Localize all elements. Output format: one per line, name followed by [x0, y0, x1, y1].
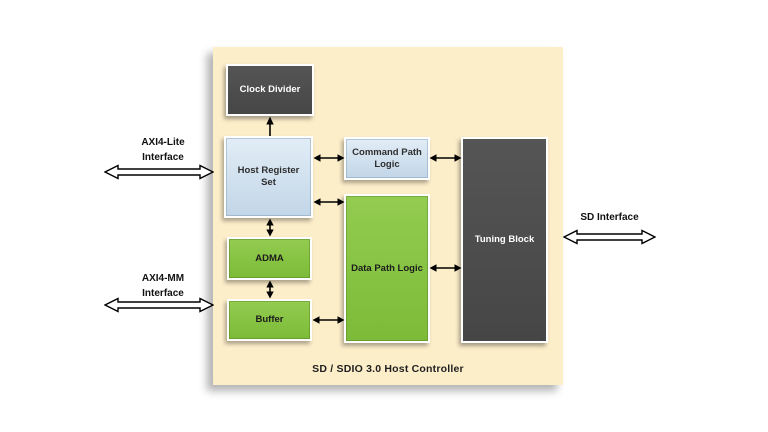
axi4-lite-hollow-double-arrow-icon — [104, 164, 214, 180]
block-clock-divider: Clock Divider — [226, 64, 314, 116]
arrow-commandpath-tuningblock-bidir-icon — [429, 154, 462, 162]
arrow-hostregister-to-clockdivider-up-icon — [266, 116, 274, 136]
axi4-mm-interface-label-line2: Interface — [142, 288, 184, 299]
block-tuning-block-label: Tuning Block — [474, 234, 535, 245]
arrow-hostregister-adma-bidir-icon — [266, 218, 274, 237]
block-adma: ADMA — [227, 237, 312, 280]
axi4-mm-interface-label: AXI4-MM Interface — [110, 271, 216, 301]
block-buffer-label: Buffer — [255, 314, 284, 325]
panel-title: SD / SDIO 3.0 Host Controller — [312, 363, 464, 375]
block-clock-divider-label: Clock Divider — [239, 84, 301, 95]
axi4-lite-interface-label: AXI4-Lite Interface — [110, 135, 216, 165]
arrow-hostregister-datapath-bidir-icon — [313, 198, 345, 206]
sd-interface-label: SD Interface — [563, 210, 656, 225]
block-host-register-set: Host Register Set — [224, 136, 313, 218]
arrow-datapath-tuningblock-bidir-icon — [429, 264, 462, 272]
axi4-lite-interface-label-line2: Interface — [142, 152, 184, 163]
block-data-path-logic: Data Path Logic — [344, 194, 430, 343]
block-host-register-set-label: Host Register Set — [237, 165, 300, 188]
block-data-path-logic-label: Data Path Logic — [351, 262, 423, 274]
sd-hollow-double-arrow-icon — [563, 229, 656, 245]
block-command-path-logic: Command Path Logic — [344, 137, 430, 180]
axi4-mm-interface-label-line1: AXI4-MM — [141, 273, 185, 284]
block-adma-label: ADMA — [255, 252, 284, 264]
axi4-mm-hollow-double-arrow-icon — [104, 297, 214, 313]
block-buffer: Buffer — [227, 299, 312, 341]
block-tuning-block: Tuning Block — [461, 137, 548, 343]
axi4-lite-interface-label-line1: AXI4-Lite — [141, 137, 185, 148]
arrow-hostregister-commandpath-bidir-icon — [313, 154, 345, 162]
arrow-adma-buffer-bidir-icon — [266, 280, 274, 299]
arrow-buffer-datapath-bidir-icon — [312, 316, 345, 324]
sd-interface-label-line1: SD Interface — [580, 212, 639, 223]
block-command-path-logic-label: Command Path Logic — [352, 146, 422, 170]
